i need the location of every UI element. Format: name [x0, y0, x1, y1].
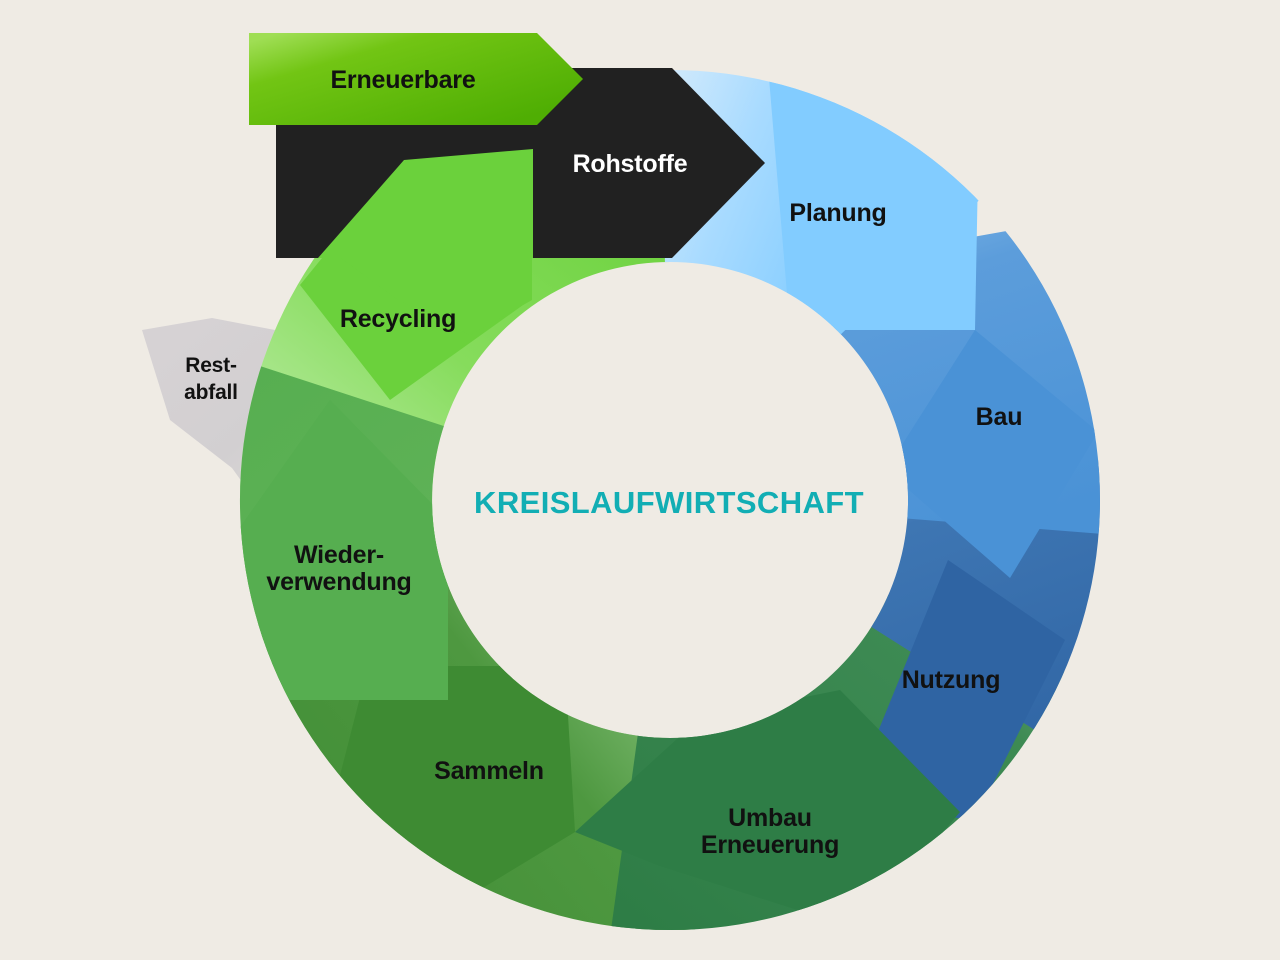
label-umbau-line1: Umbau	[728, 804, 812, 832]
plate-umbau	[575, 690, 960, 930]
input-erneuerbare[interactable]	[249, 33, 583, 125]
label-planung: Planung	[789, 199, 886, 227]
recycling-tongue-overlap	[318, 149, 533, 258]
label-sammeln: Sammeln	[434, 757, 544, 785]
plate-wiederverwendung	[239, 400, 448, 700]
label-wiederverwendung-line2: verwendung	[266, 568, 411, 596]
label-restabfall-line2: abfall	[184, 381, 238, 404]
label-erneuerbare: Erneuerbare	[330, 66, 475, 94]
label-umbau-line2: Erneuerung	[701, 831, 839, 859]
label-nutzung: Nutzung	[902, 666, 1001, 694]
plate-bau	[886, 330, 1098, 578]
label-wiederverwendung-line1: Wieder-	[294, 541, 384, 569]
label-restabfall-line1: Rest-	[185, 354, 237, 377]
plate-planung	[768, 70, 978, 330]
label-rohstoffe: Rohstoffe	[573, 150, 688, 178]
label-recycling: Recycling	[340, 305, 456, 333]
center-title: KREISLAUFWIRTSCHAFT	[474, 485, 864, 520]
label-bau: Bau	[976, 403, 1023, 431]
